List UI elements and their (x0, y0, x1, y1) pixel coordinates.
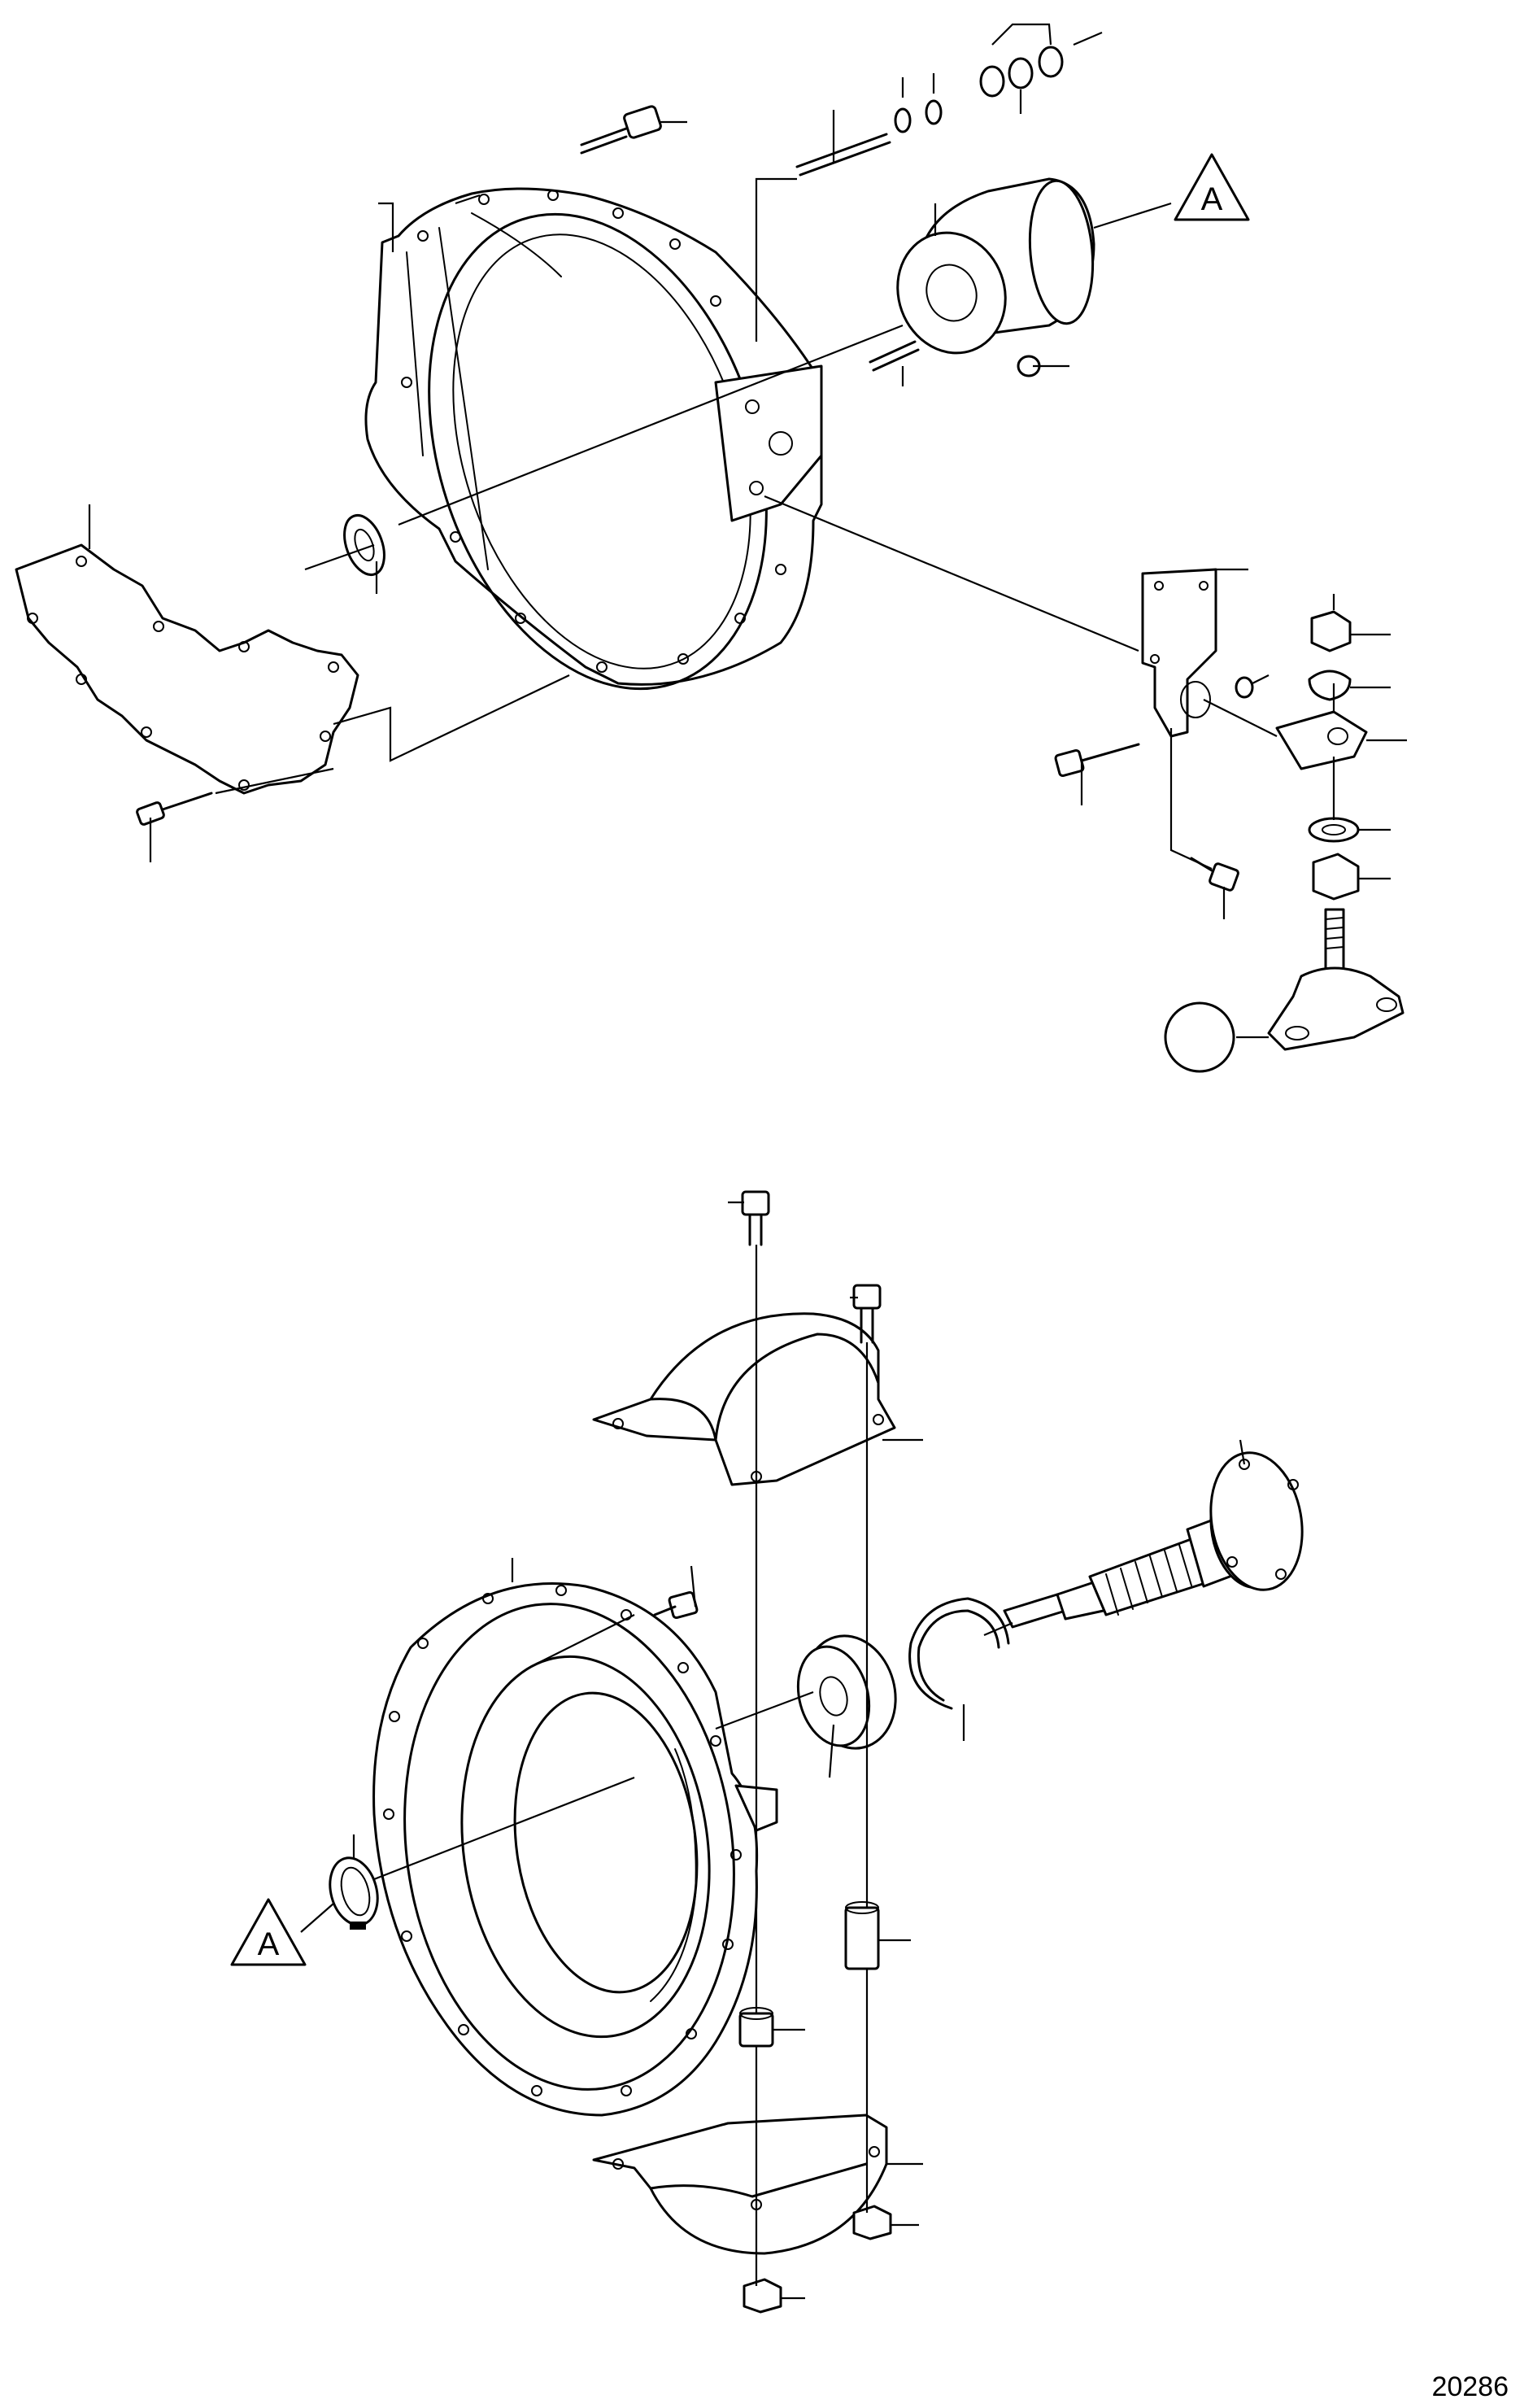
cover-bolt-top-left (741, 1190, 770, 1246)
flexible-coupling (896, 177, 1095, 355)
engine-mount-eye (1275, 710, 1368, 770)
leader-lines-bottom (300, 1201, 1246, 2300)
reference-circle (1164, 1001, 1235, 1073)
washer-nut-stack (894, 46, 1064, 133)
bell-housing (372, 1582, 778, 2117)
bracket-bolt-lower (1190, 857, 1239, 892)
spacer-short (738, 2007, 774, 2048)
output-shaft (1003, 1451, 1304, 1629)
leader-lines-top (88, 23, 1407, 1039)
bell-housing-assembly: A (230, 1190, 1304, 2314)
shaft-cover-lower (592, 2114, 888, 2255)
flywheel-housing-assembly: A (15, 23, 1407, 1073)
engine-mount-washer (1308, 817, 1360, 843)
flange-nut-right (852, 2205, 892, 2240)
engine-mount-cup (1308, 670, 1352, 701)
reference-a-triangle-top: A (1174, 153, 1250, 221)
drawing-number: 20286 (1431, 2371, 1509, 2402)
seal-ring (329, 1856, 379, 1930)
bearing (796, 1634, 897, 1750)
bracket-bolt-left (1054, 743, 1140, 778)
engine-mount-nut (1310, 610, 1352, 652)
rubber-engine-mount (1267, 908, 1405, 1051)
reference-a-label: A (1201, 181, 1223, 217)
bracket-nut (1235, 676, 1254, 699)
reference-a-label: A (258, 1926, 280, 1962)
housing-bolt (580, 105, 662, 155)
reference-a-triangle-bottom: A (230, 1898, 307, 1966)
flywheel-housing (343, 187, 823, 691)
cover-plate-gasket (15, 543, 359, 795)
shaft-cover-upper (592, 1312, 896, 1486)
gasket-bolt (136, 792, 213, 826)
engine-mount-lock-nut (1312, 853, 1360, 901)
coupling-stud (869, 340, 920, 372)
cover-bolt-top-right (852, 1284, 882, 1344)
flange-nut-bottom (743, 2278, 782, 2314)
mounting-bracket (1141, 568, 1217, 738)
spacer-long (844, 1901, 880, 1970)
circlip (908, 1597, 1010, 1710)
stud (795, 133, 891, 177)
housing-bolt-bottom (653, 1590, 699, 1620)
